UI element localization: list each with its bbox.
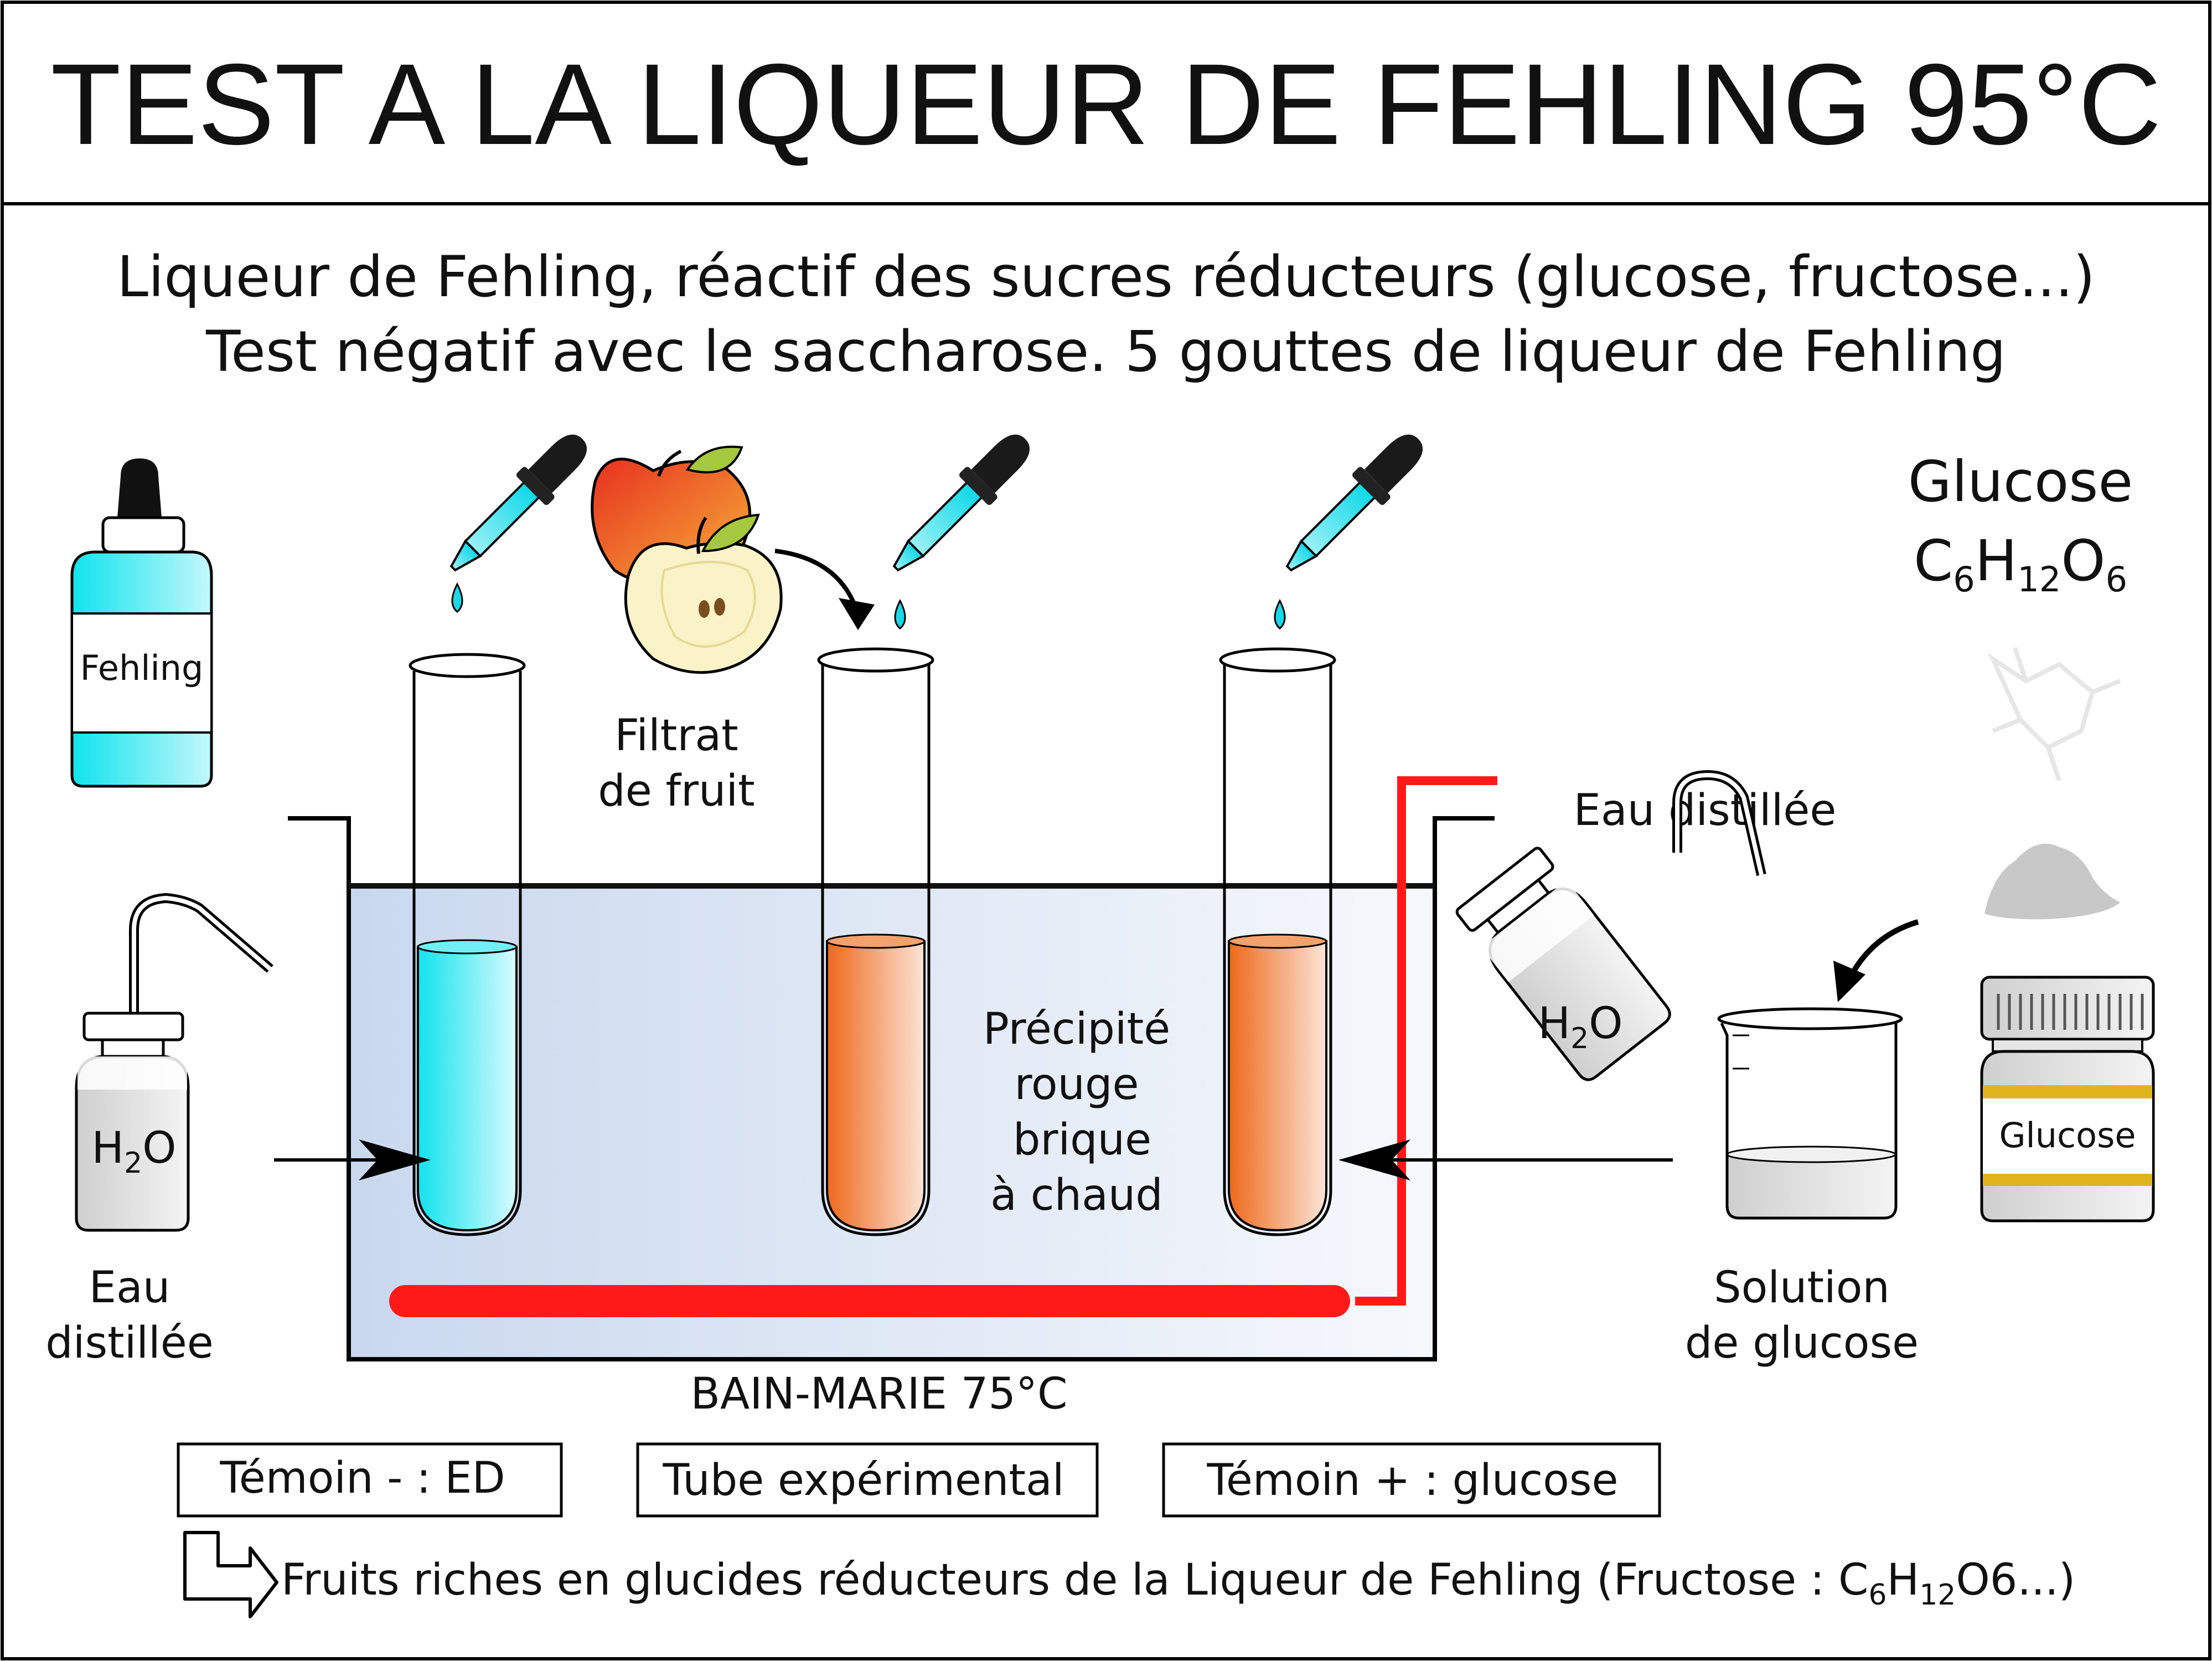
drop-2-icon: [894, 599, 906, 630]
glucose-solution-line-1: Solution: [1714, 1263, 1890, 1313]
footnote-arrow-icon: [183, 1531, 278, 1618]
tube-2-glass: [821, 664, 931, 1236]
pipette-3: [1285, 435, 1423, 572]
tube-label-box-1: [177, 1442, 563, 1518]
distilled-water-left-line-2: distillée: [45, 1318, 213, 1368]
wash-bottle-left-label: H2O: [91, 1123, 176, 1180]
fehling-bottle-neck: [101, 516, 185, 554]
heater: [389, 776, 1497, 1317]
tube-2-liquid: [826, 940, 926, 1232]
fehling-bottle: Fehling: [70, 458, 213, 788]
glucose-jar: Glucose: [1980, 976, 2155, 1222]
beaker-rim: [1717, 1007, 1903, 1030]
tube-1-liquid-surface: [417, 939, 518, 955]
wash-bottle-right-body-group: [1455, 847, 1671, 1081]
precipitate-line-1: Précipité: [983, 1004, 1170, 1054]
pipette-1: [449, 435, 587, 572]
tube-1-rim: [409, 653, 526, 678]
drop-3-icon: [1274, 599, 1286, 630]
tube-2-liquid-surface: [826, 933, 926, 949]
precipitate-line-3: brique: [1013, 1115, 1151, 1165]
apple-icon: [591, 445, 783, 674]
left-arrowhead: [359, 1139, 431, 1180]
test-tube-experimental: [817, 647, 934, 1236]
glucose-solution-line-2: de glucose: [1685, 1318, 1919, 1368]
pipette-2: [892, 435, 1030, 572]
tube-label-3: Témoin + : glucose: [1206, 1456, 1618, 1505]
glucose-jar-label: Glucose: [1999, 1115, 2136, 1156]
heater-wire: [1355, 776, 1497, 1306]
drop-1-icon: [451, 582, 463, 613]
glucose-name: Glucose: [1908, 449, 2133, 515]
subtitle-line-2: Test négatif avec le saccharose. 5 goutt…: [205, 319, 2006, 385]
glucose-jar-lid: [1980, 976, 2155, 1041]
right-arrowhead: [1338, 1139, 1410, 1180]
tube-3-glass: [1223, 664, 1332, 1236]
tube-1-liquid: [417, 946, 518, 1232]
beaker-liquid: [1727, 1154, 1896, 1217]
glucose-formula: Glucose C6H12O6: [1908, 449, 2133, 600]
test-tube-negative-control: [409, 653, 526, 1236]
fehling-bottle-label: Fehling: [80, 648, 204, 688]
powder-to-beaker-arrowhead: [1833, 961, 1865, 1002]
glucose-chemical-formula: C6H12O6: [1914, 528, 2127, 600]
tube-3-rim: [1219, 647, 1336, 673]
beaker: [1717, 1007, 1903, 1220]
beaker-glass: [1720, 1022, 1898, 1220]
tube-label-box-3: [1162, 1442, 1661, 1518]
wash-bottle-right: Eau distillée H2O: [1455, 770, 1837, 1081]
test-tube-positive-control: [1219, 647, 1336, 1236]
wash-bottle-left: H2O: [75, 893, 273, 1232]
fehling-bottle-label-area: [71, 612, 213, 734]
filtrate-line-1: Filtrat: [614, 711, 738, 761]
precipitate-line-2: rouge: [1014, 1060, 1139, 1110]
tube-label-1: Témoin - : ED: [219, 1453, 505, 1503]
tube-label-box-2: [636, 1442, 1099, 1518]
bath-outline: [288, 816, 1495, 1361]
subtitle-line-1: Liqueur de Fehling, réactif des sucres r…: [117, 244, 2095, 310]
tube-3-liquid-surface: [1228, 933, 1327, 949]
filtrate-line-2: de fruit: [598, 766, 755, 816]
tube-1-glass: [412, 671, 522, 1236]
glucose-molecule-sketch: [1987, 647, 2121, 782]
wash-bottle-right-label: H2O: [1538, 999, 1622, 1055]
distilled-water-right-caption: Eau distillée: [1574, 786, 1837, 835]
water-bath-label: BAIN-MARIE 75°C: [690, 1369, 1067, 1419]
wash-bottle-left-cap: [82, 1012, 184, 1041]
precipitate-line-4: à chaud: [990, 1170, 1163, 1220]
tube-3-liquid: [1228, 940, 1327, 1232]
fruit-to-tube-arrowhead: [839, 598, 875, 630]
tube-2-rim: [817, 647, 934, 673]
distilled-water-left-line-1: Eau: [89, 1263, 170, 1313]
footnote-text: Fruits riches en glucides réducteurs de …: [281, 1555, 2075, 1612]
glucose-powder-pile: [1984, 843, 2120, 920]
fehling-bottle-cap: [117, 458, 162, 518]
tube-label-2: Tube expérimental: [662, 1456, 1064, 1505]
page-title: TEST A LA LIQUEUR DE FEHLING 95°C: [50, 40, 2161, 169]
